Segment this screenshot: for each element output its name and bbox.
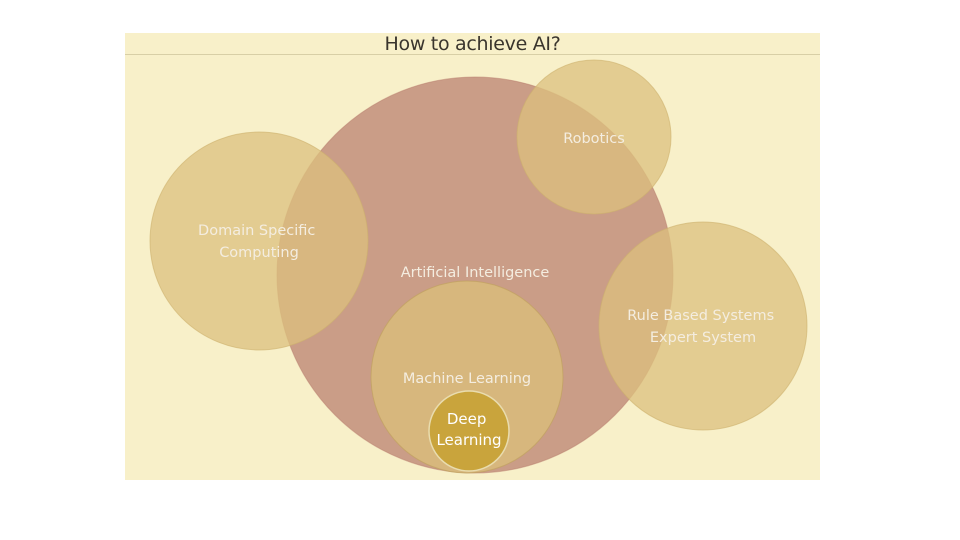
- circle-domain-specific-computing-shape: [149, 131, 369, 351]
- label-artificial-intelligence-line-1: Artificial Intelligence: [401, 265, 550, 281]
- label-rule-based-systems-line-2: Expert System: [650, 330, 756, 346]
- slide: How to achieve AI? Artificial Intelligen…: [125, 33, 820, 480]
- label-domain-specific-computing: Domain Specific Computing: [198, 223, 320, 261]
- label-machine-learning: Machine Learning: [403, 371, 531, 387]
- circle-robotics: Robotics: [516, 59, 672, 215]
- label-rule-based-systems-line-1: Rule Based Systems: [627, 308, 774, 324]
- label-deep-learning-line-2: Learning: [436, 431, 501, 449]
- label-machine-learning-line-1: Machine Learning: [403, 371, 531, 387]
- label-deep-learning-line-1: Deep: [447, 410, 487, 428]
- label-domain-specific-computing-line-1: Domain Specific: [198, 223, 315, 239]
- label-artificial-intelligence: Artificial Intelligence: [401, 265, 550, 281]
- circle-machine-learning: Machine Learning: [370, 280, 564, 474]
- label-robotics: Robotics: [563, 131, 625, 147]
- ai-venn-diagram: Artificial Intelligence Robotics Domain …: [149, 59, 808, 474]
- label-robotics-line-1: Robotics: [563, 131, 625, 147]
- circle-robotics-shape: [516, 59, 672, 215]
- circle-domain-specific-computing: Domain Specific Computing: [149, 131, 369, 351]
- circle-rule-based-systems: Rule Based Systems Expert System: [598, 221, 808, 431]
- circle-deep-learning: Deep Learning: [428, 390, 510, 472]
- label-rule-based-systems: Rule Based Systems Expert System: [627, 308, 779, 346]
- circle-machine-learning-shape: [370, 280, 564, 474]
- circle-deep-learning-shape: [428, 390, 510, 472]
- slide-title: How to achieve AI?: [384, 33, 561, 55]
- circle-rule-based-systems-shape: [598, 221, 808, 431]
- title-divider: [125, 54, 820, 55]
- label-domain-specific-computing-line-2: Computing: [219, 245, 299, 261]
- label-deep-learning: Deep Learning: [436, 410, 501, 449]
